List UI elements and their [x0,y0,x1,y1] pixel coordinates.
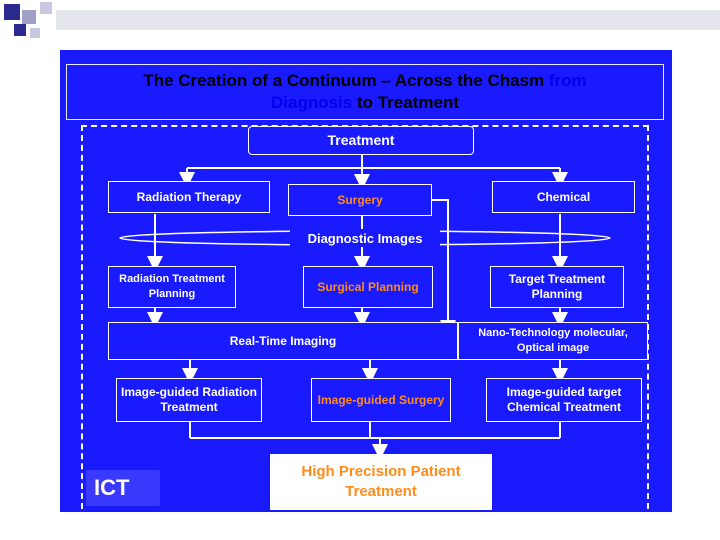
node-nano-technology: Nano-Technology molecular, Optical image [458,322,648,360]
title-line1-blue: from [548,71,587,90]
node-ig-surgery: Image-guided Surgery [311,378,451,422]
node-high-precision: High Precision Patient Treatment [270,454,492,510]
node-chemical: Chemical [492,181,635,213]
node-target-planning: Target Treatment Planning [490,266,624,308]
node-diagnostic-images: Diagnostic Images [290,229,440,247]
node-ig-chemical: Image-guided target Chemical Treatment [486,378,642,422]
node-surgical-planning: Surgical Planning [303,266,433,308]
top-bar [56,10,720,30]
node-ig-radiation: Image-guided Radiation Treatment [116,378,262,422]
ict-logo: ICT [86,470,160,506]
corner-square [4,4,20,20]
node-treatment: Treatment [248,126,474,155]
title-line2-black: to Treatment [356,93,459,112]
node-realtime-imaging: Real-Time Imaging [108,322,458,360]
node-radiation-planning: Radiation Treatment Planning [108,266,236,308]
corner-square [22,10,36,24]
corner-square [14,24,26,36]
corner-square [40,2,52,14]
corner-square [30,28,40,38]
title-line2-blue: Diagnosis [270,93,353,112]
title-line1-black: The Creation of a Continuum – Across the… [143,71,545,90]
node-surgery: Surgery [288,184,432,216]
node-radiation-therapy: Radiation Therapy [108,181,270,213]
slide-title: The Creation of a Continuum – Across the… [66,64,664,120]
